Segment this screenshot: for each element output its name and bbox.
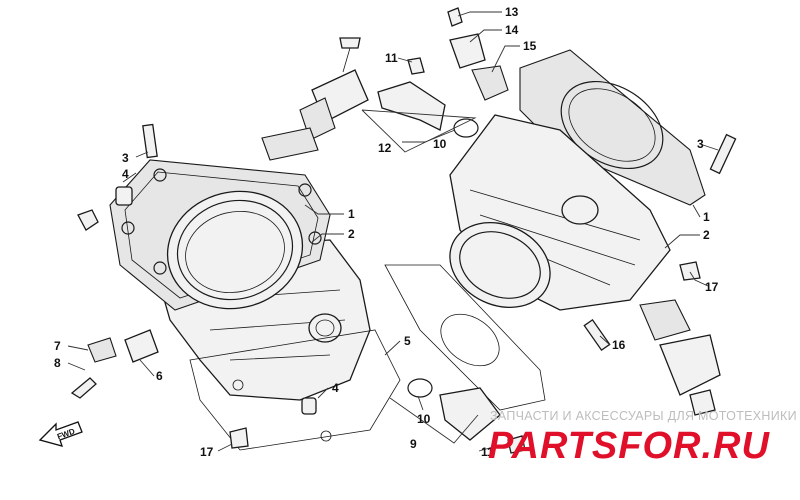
callout-15: 15 [523, 39, 537, 53]
watermark: ЗАПЧАСТИ И АКСЕССУАРЫ ДЛЯ МОТОТЕХНИКИ PA… [488, 409, 797, 467]
leader-lines [67, 11, 719, 452]
callout-11-bottom: 11 [481, 445, 494, 459]
callout-11-top: 11 [385, 51, 398, 65]
callout-1-left: 1 [348, 207, 355, 221]
watermark-tagline: ЗАПЧАСТИ И АКСЕССУАРЫ ДЛЯ МОТОТЕХНИКИ [490, 409, 797, 423]
callout-3-left: 3 [122, 151, 129, 165]
callout-6: 6 [156, 369, 163, 383]
callout-4-left: 4 [122, 167, 129, 181]
chain-tensioner-left [261, 37, 369, 161]
right-cylinder [384, 49, 706, 411]
callout-17-bottom: 17 [200, 445, 214, 459]
callout-12: 12 [378, 141, 392, 155]
watermark-logo: PARTSFOR.RU [488, 425, 770, 467]
callout-16: 16 [612, 338, 626, 352]
callout-14: 14 [505, 23, 519, 37]
fwd-direction-arrow: FWD [38, 421, 83, 447]
callout-10-bottom: 10 [417, 412, 431, 426]
left-small-parts [70, 123, 317, 449]
callout-3-right: 3 [697, 137, 704, 151]
callout-9: 9 [410, 437, 417, 451]
callout-numbers: 13 14 15 11 12 10 3 4 1 2 3 1 2 17 16 5 … [54, 5, 719, 459]
callout-7: 7 [54, 339, 61, 353]
callout-10-top: 10 [433, 137, 447, 151]
callout-17-right: 17 [705, 280, 719, 294]
callout-4-bottom: 4 [332, 381, 339, 395]
callout-5: 5 [404, 334, 411, 348]
callout-1-right: 1 [703, 210, 710, 224]
callout-8: 8 [54, 356, 61, 370]
callout-2-left: 2 [348, 227, 355, 241]
right-small-parts [377, 7, 737, 454]
left-cylinder [109, 159, 401, 451]
callout-2-right: 2 [703, 228, 710, 242]
callout-13: 13 [505, 5, 519, 19]
